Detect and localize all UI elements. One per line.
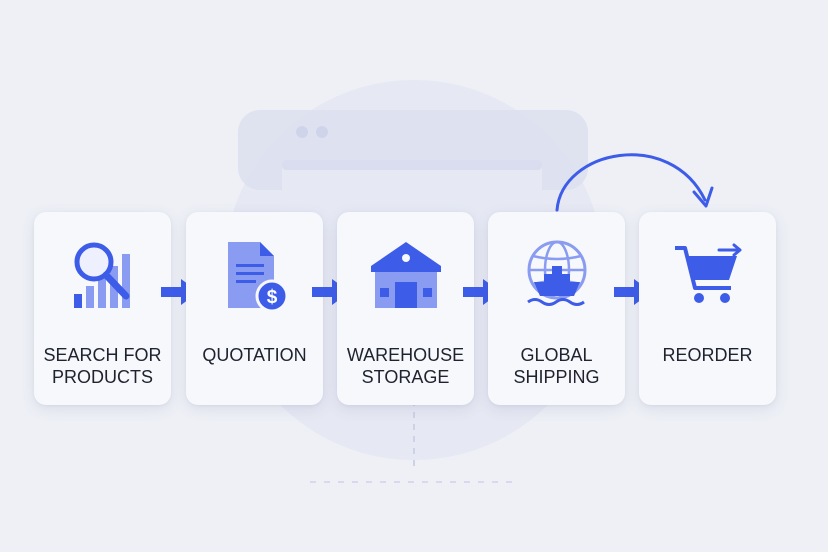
globe-ship-icon: [527, 240, 587, 306]
step-search-for-products: SEARCH FOR PRODUCTS: [34, 212, 171, 405]
step-label: REORDER: [662, 345, 753, 365]
step-quotation: $ QUOTATION: [186, 212, 323, 405]
step-reorder: REORDER: [639, 212, 776, 405]
magnifier-bar-chart-icon: [74, 242, 130, 308]
svg-text:$: $: [267, 287, 278, 308]
step-label: GLOBAL SHIPPING: [513, 345, 600, 387]
shopping-cart-icon: [675, 243, 742, 303]
document-dollar-icon: $: [228, 242, 289, 313]
loop-arrow-icon: [555, 153, 714, 212]
step-label: SEARCH FOR PRODUCTS: [43, 345, 162, 387]
step-label: QUOTATION: [202, 345, 307, 365]
step-label: WAREHOUSE STORAGE: [346, 345, 465, 387]
warehouse-icon: [371, 242, 441, 308]
step-global-shipping: GLOBAL SHIPPING: [488, 212, 625, 405]
step-warehouse-storage: WAREHOUSE STORAGE: [337, 212, 474, 405]
